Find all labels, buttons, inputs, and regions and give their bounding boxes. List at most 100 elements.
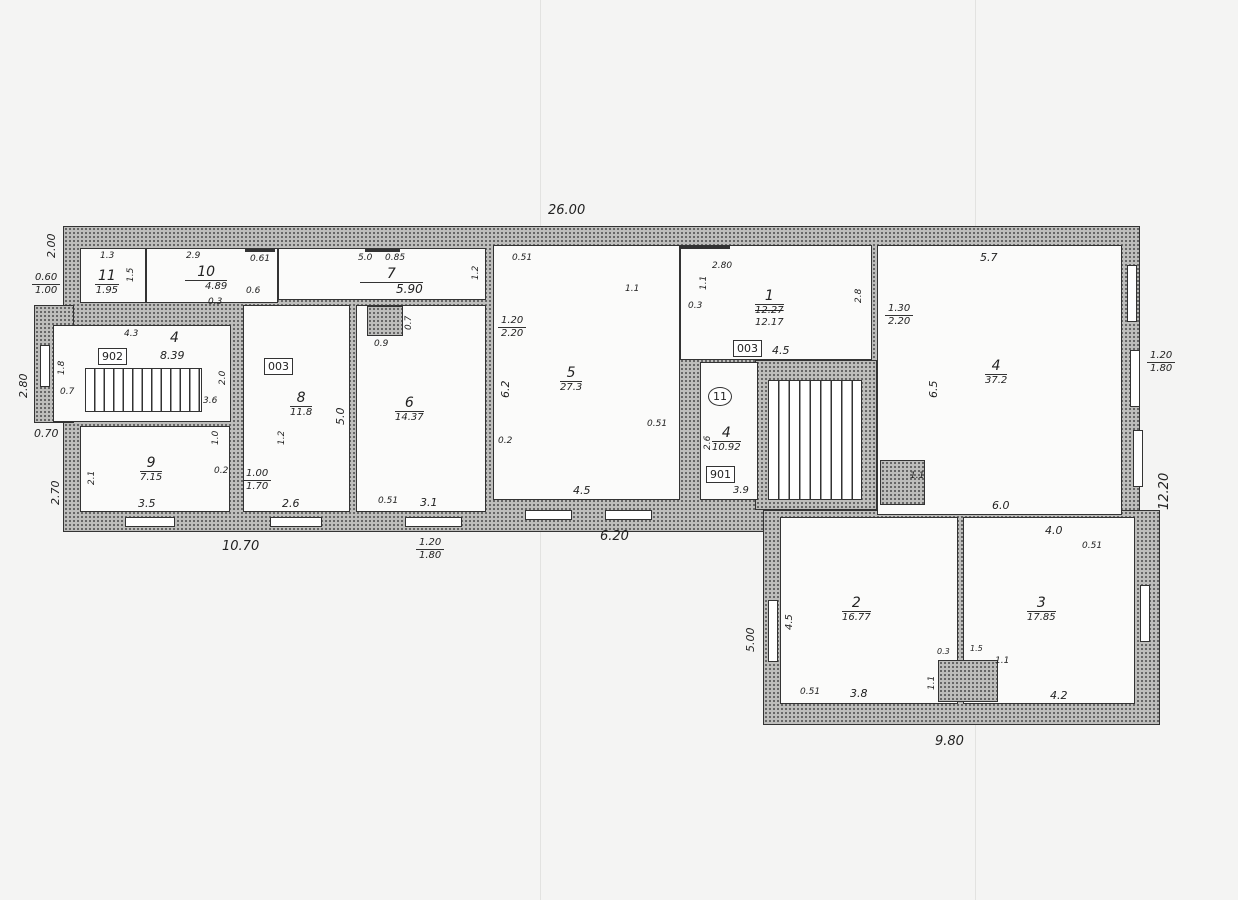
dim: 0.51 [800, 687, 821, 697]
dim: 2.0 [218, 370, 228, 385]
door-mark [245, 248, 275, 252]
dim: 6.5 [927, 380, 940, 399]
dim: 2.70 [49, 480, 62, 506]
dim: 1.0 [211, 430, 221, 445]
dim: 0.85 [385, 253, 406, 263]
dim-right: 12.20 [1157, 472, 1172, 510]
tag-901: 901 [706, 466, 735, 483]
dim: 4.5 [784, 614, 795, 630]
stove [880, 460, 925, 505]
room-area-8-39: 8.39 [160, 349, 185, 362]
door-mark [680, 245, 730, 249]
dim: 1.5 [970, 644, 983, 653]
dim: 0.9 [374, 339, 389, 349]
stove [938, 660, 998, 702]
window [40, 345, 50, 387]
dim: 0.2 [214, 466, 229, 476]
dim: 4.0 [1045, 524, 1063, 537]
dim: 0.70 [34, 427, 59, 440]
dim: 4.3 [124, 329, 139, 339]
dim: 0.61 [250, 254, 271, 264]
window [525, 510, 572, 520]
dim-bottom-mid: 6.20 [600, 529, 629, 544]
dim: 4.5 [573, 484, 591, 497]
room-6 [356, 305, 486, 512]
dim: 2.80 [712, 261, 733, 271]
dim: 3.1 [420, 496, 438, 509]
dim: 5.0 [334, 407, 347, 426]
tag-11-circle: 11 [708, 387, 732, 406]
room-9 [80, 426, 230, 512]
tag-003: 003 [733, 340, 762, 357]
dim: 3.9 [733, 485, 749, 496]
dim: 5.7 [980, 251, 998, 264]
staircase-902 [85, 368, 202, 412]
dim-top: 26.00 [548, 203, 586, 218]
room-10 [146, 248, 278, 303]
window [405, 517, 462, 527]
dim: 2.8 [854, 288, 864, 303]
room-label-4-small: 4 [170, 330, 179, 346]
dim: 1.2 [471, 265, 481, 280]
window [768, 600, 778, 662]
dim: 0.7 [60, 387, 75, 397]
dim: 0.2 [498, 436, 513, 446]
dim: 2.6 [282, 497, 300, 510]
dim: 0.6 [246, 286, 261, 296]
dim: 4.2 [1050, 689, 1068, 702]
dim-bottom-left: 10.70 [222, 539, 260, 554]
dim: 0.51 [512, 253, 533, 263]
room-5 [493, 245, 680, 500]
dim: 0.3 [937, 647, 950, 656]
dim-wing-left: 5.00 [744, 627, 757, 653]
dim: 2.6 [703, 435, 713, 450]
dim: 2.00 [45, 233, 58, 259]
room-2 [780, 517, 958, 704]
dim-bottom-right: 9.80 [935, 734, 964, 749]
dim: 1.1 [625, 284, 640, 294]
dim: 5.0 [358, 253, 373, 263]
dim: 1.5 [126, 267, 136, 282]
dim-left: 2.80 [17, 373, 30, 399]
dim: 1.2 [277, 430, 287, 445]
dim: 0.3 [208, 297, 223, 307]
dim: 6.0 [992, 499, 1010, 512]
dim: 0.51 [647, 419, 668, 429]
window [270, 517, 322, 527]
dim: 1.1 [995, 656, 1010, 666]
dim: 4.5 [772, 344, 790, 357]
window [1133, 430, 1143, 487]
dim: 0.51 [378, 496, 399, 506]
room-1 [680, 245, 872, 360]
dim: 6.2 [499, 380, 512, 399]
window [1140, 585, 1150, 642]
dim: 1.1 [910, 471, 925, 481]
dim: 2.9 [186, 251, 201, 261]
door-mark [365, 248, 400, 252]
dim: 1.3 [100, 251, 115, 261]
dim: 3.5 [138, 497, 156, 510]
chimney [367, 306, 403, 336]
dim: 2.1 [87, 470, 97, 485]
dim: 1.1 [927, 675, 937, 690]
dim: 1.1 [699, 275, 709, 290]
dim: 0.51 [1082, 541, 1103, 551]
dim: 3.6 [203, 396, 218, 406]
window [605, 510, 652, 520]
